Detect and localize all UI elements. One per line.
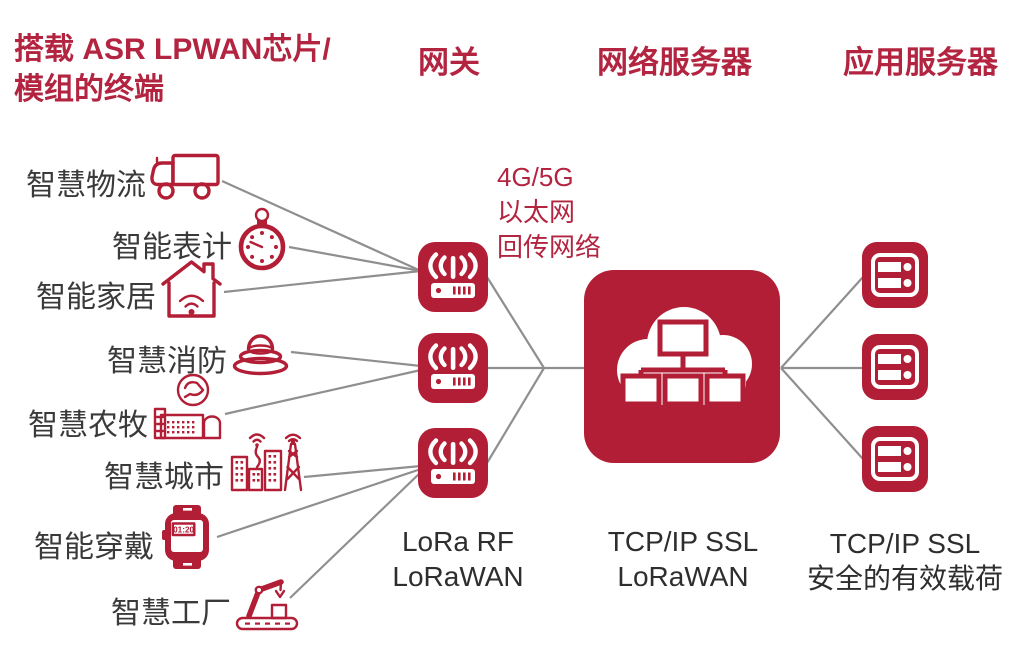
device-label-smart-home: 智能家居 <box>36 281 156 314</box>
gateway-icon-3 <box>418 428 488 498</box>
column-header-gateway: 网关 <box>418 45 480 80</box>
app-server-icon-2 <box>862 334 928 400</box>
page-title: 搭载 ASR LPWAN芯片/ 模组的终端 <box>14 33 331 106</box>
agriculture-icon <box>152 372 222 442</box>
device-label-logistics: 智慧物流 <box>26 169 146 202</box>
watch-time: 01:20 <box>173 526 194 535</box>
column-header-network-server: 网络服务器 <box>597 45 752 80</box>
caption-app-server: TCP/IP SSL 安全的有效载荷 <box>806 528 1003 594</box>
device-label-metering: 智能表计 <box>112 231 232 264</box>
factory-icon <box>235 569 299 633</box>
caption-network-server: TCP/IP SSL LoRaWAN <box>607 526 759 592</box>
device-label-factory: 智慧工厂 <box>111 597 231 630</box>
app-server-icon-3 <box>862 426 928 492</box>
device-label-agriculture: 智慧农牧 <box>28 409 148 442</box>
network-server-cloud-icon <box>584 270 780 463</box>
meter-stopwatch-icon <box>236 206 288 274</box>
gateway-icon-1 <box>418 242 488 312</box>
backhaul-label: 4G/5G 以太网 回传网络 <box>497 162 602 262</box>
fire-alarm-icon <box>231 326 290 376</box>
gateway-icon-2 <box>418 333 488 403</box>
caption-gateway: LoRa RF LoRaWAN <box>392 526 524 592</box>
device-label-city: 智慧城市 <box>104 461 224 494</box>
column-header-app-server: 应用服务器 <box>843 45 998 80</box>
truck-icon <box>148 152 224 202</box>
smart-city-icon <box>228 427 304 494</box>
smartwatch-icon: 01:20 <box>158 503 215 571</box>
device-label-wearable: 智能穿戴 <box>34 531 154 564</box>
device-label-fire: 智慧消防 <box>107 345 227 378</box>
smart-home-icon <box>160 257 223 321</box>
app-server-icon-1 <box>862 242 928 308</box>
